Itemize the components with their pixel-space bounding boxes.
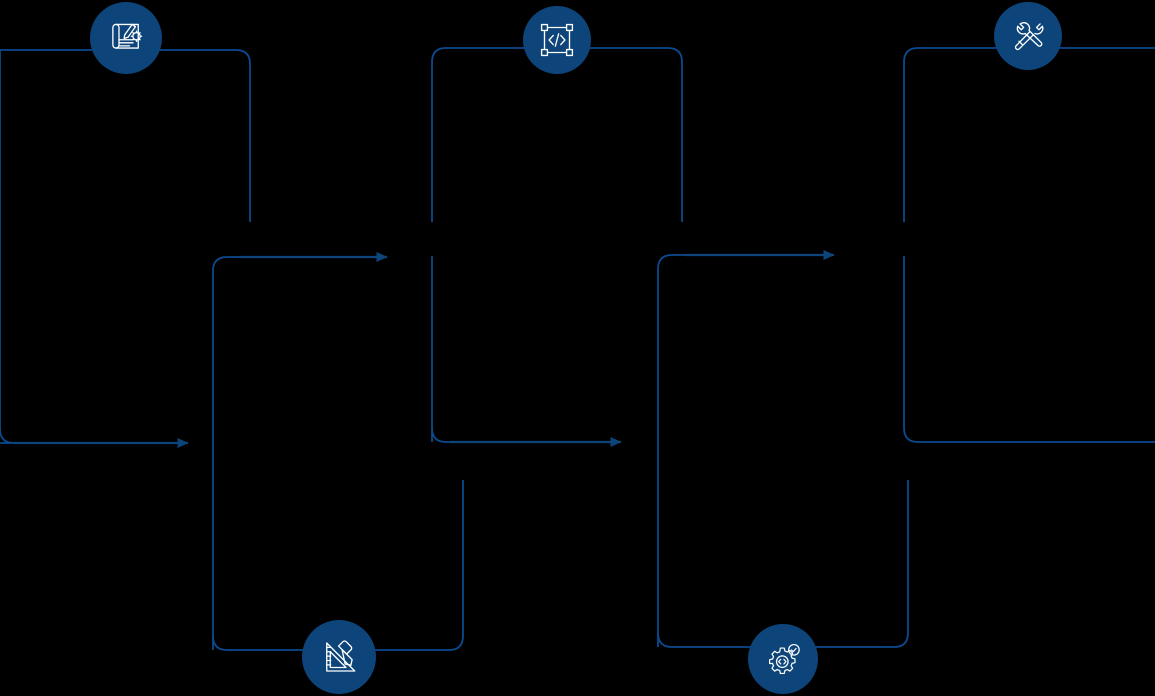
blueprint-pencil-gear-icon <box>105 17 147 59</box>
code-brackets-frame-badge[interactable] <box>523 6 591 74</box>
wrench-screwdriver-badge[interactable] <box>994 2 1062 70</box>
wrench-screwdriver-icon <box>1008 16 1048 56</box>
stage-2-bracket <box>212 256 380 650</box>
stage-1-bracket <box>0 49 251 444</box>
stage-5-bracket-lower <box>903 256 1155 443</box>
stage-4-bracket-lower <box>657 480 909 648</box>
stage-1-bracket-left <box>0 50 15 444</box>
gear-code-check-icon <box>762 638 804 680</box>
ruler-square-pencil-icon <box>318 636 360 678</box>
code-brackets-frame-icon <box>537 20 577 60</box>
gear-code-check-badge[interactable] <box>748 624 818 694</box>
stage-4-bracket <box>657 254 827 647</box>
blueprint-pencil-gear-badge[interactable] <box>90 2 162 74</box>
stage-3-bracket-lower <box>431 427 614 443</box>
stage-5-bracket <box>903 47 1155 222</box>
stage-3-bracket <box>431 47 683 222</box>
stage-2-bracket-lower <box>212 480 464 651</box>
ruler-square-pencil-badge[interactable] <box>302 620 376 694</box>
